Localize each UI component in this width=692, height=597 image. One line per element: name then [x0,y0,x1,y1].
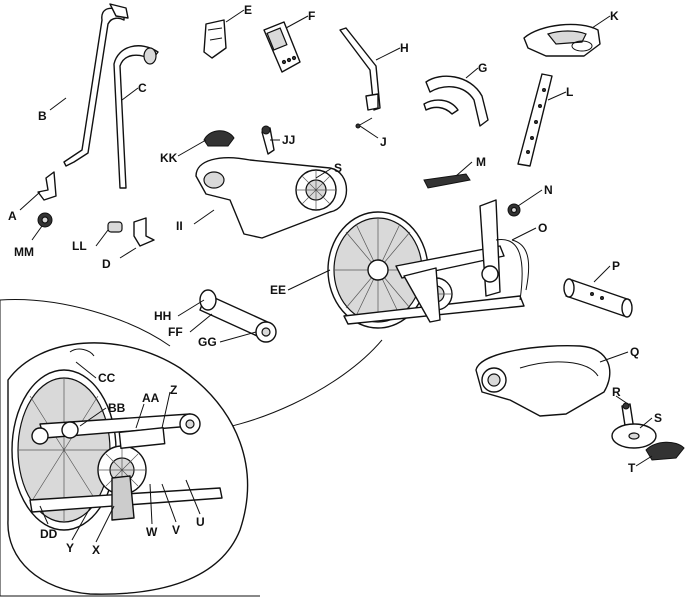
part-m-pad [423,173,471,189]
label-dd: DD [40,527,58,541]
part-h-arm [339,27,381,111]
label-mm: MM [14,245,34,259]
label-e: E [244,3,252,17]
part-b-handlebar [63,3,129,167]
label-k: K [610,9,619,23]
label-cc: CC [98,371,116,385]
label-bb: BB [108,401,126,415]
label-c: C [138,81,147,95]
part-t-pedal [645,441,685,461]
part-kk-pedal [203,130,235,147]
label-kk: KK [160,151,178,165]
label-p: P [612,259,620,273]
label-a: A [8,209,17,223]
label-d: D [102,257,111,271]
label-v: V [172,523,180,537]
part-gg-stabilizer [199,289,277,343]
part-k-seat [523,23,601,57]
part-ee-main-frame [327,199,525,329]
part-o-rear-handle [511,239,530,291]
label-q: Q [630,345,639,359]
label-j: J [380,135,387,149]
label-s-upper: S [334,161,342,175]
part-ii-shroud [195,157,347,239]
label-ee: EE [270,283,286,297]
part-j-pin [355,117,373,129]
part-e-holder [203,19,227,59]
label-n: N [544,183,553,197]
label-hh: HH [154,309,171,323]
part-labels: B C A MM LL D E F H J G K L M JJ KK S II… [8,3,662,557]
part-s-disk [611,423,657,449]
label-r: R [612,385,621,399]
label-x: X [92,543,100,557]
label-b: B [38,109,47,123]
part-q-shroud [475,345,611,417]
part-p-tube [563,278,633,318]
label-ii: II [176,219,183,233]
label-t: T [628,461,636,475]
label-jj: JJ [282,133,295,147]
label-l: L [566,85,573,99]
label-f: F [308,9,315,23]
label-u: U [196,515,205,529]
part-d-plate [133,217,155,247]
part-f-console [263,21,301,73]
part-jj-bolt [261,125,275,155]
leader-lines [19,9,653,543]
label-y: Y [66,541,74,555]
label-m: M [476,155,486,169]
part-n-knob [507,203,521,217]
label-z: Z [170,383,177,397]
detail-inset [0,299,383,597]
part-mm-knob [37,212,53,228]
label-s-pedal: S [654,411,662,425]
part-ll-fitting [107,221,123,233]
part-a-bracket [37,171,57,201]
label-ff: FF [168,325,183,339]
label-o: O [538,221,547,235]
label-g: G [478,61,487,75]
part-g-strap [423,75,489,127]
label-h: H [400,41,409,55]
label-ll: LL [72,239,87,253]
label-w: W [146,525,158,539]
label-aa: AA [142,391,160,405]
part-c-handlebar [113,45,159,189]
part-l-seat-post [517,73,553,167]
label-gg: GG [198,335,217,349]
